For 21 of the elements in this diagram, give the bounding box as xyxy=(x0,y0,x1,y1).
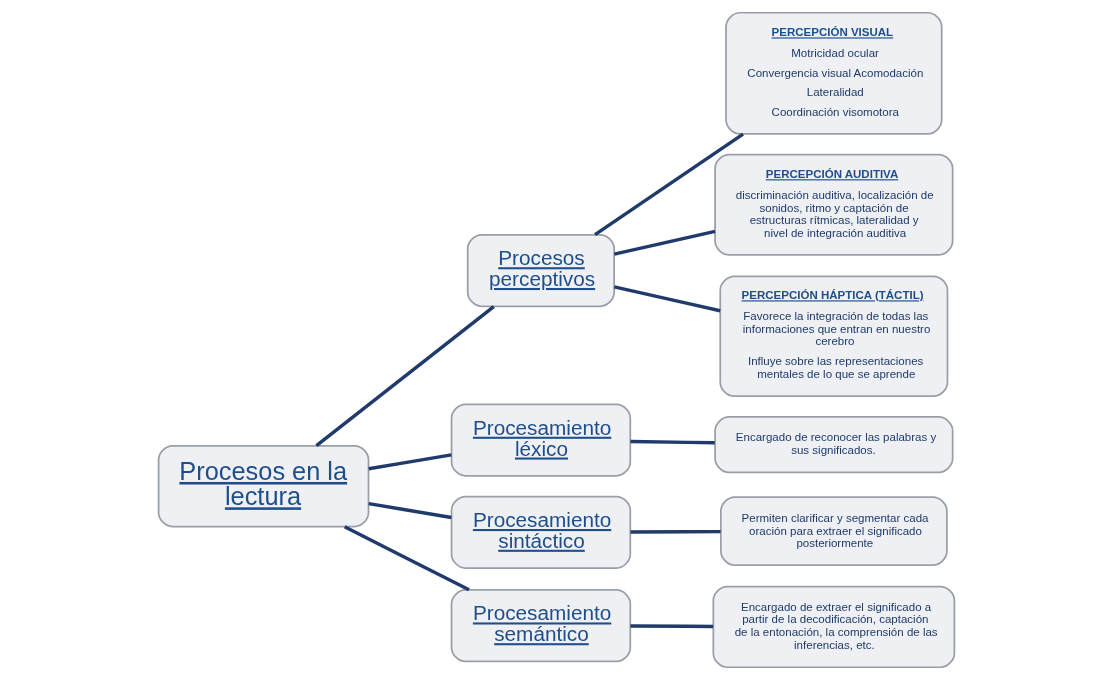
connector xyxy=(629,624,713,629)
node-box: Procesamiento semántico xyxy=(450,589,631,663)
node-box: Procesamiento sintáctico xyxy=(450,495,631,569)
connector xyxy=(613,285,720,313)
node-box: Permiten clarificar y segmentar cada oración para extraer el significado posteriormente xyxy=(719,496,948,567)
node-box: PERCEPCIÓN HÁPTICA (TÁCTIL) Favorece la integración de todas las informaciones que entran en nuestro cerebro Influye sobre las representaciones mentales de lo que se aprende xyxy=(718,275,948,398)
connector xyxy=(343,525,470,592)
connector xyxy=(367,453,452,471)
connector xyxy=(314,305,495,447)
node-box: Encargado de reconocer las palabras y sus significados. xyxy=(713,416,954,474)
connector xyxy=(613,229,715,256)
node-box: Procesos perceptivos xyxy=(466,233,615,308)
node-box: PERCEPCIÓN AUDITIVA discriminación auditiva, localización de sonidos, ritmo y captación de estructuras rítmicas, lateralidad y nivel de integración auditiva xyxy=(713,153,954,256)
connector xyxy=(367,501,452,520)
connector xyxy=(629,439,715,445)
connector xyxy=(629,529,721,534)
node-box: Procesamiento léxico xyxy=(450,403,631,477)
connector xyxy=(593,132,744,236)
node-box: Encargado de extraer el significado a partir de la decodificación, captación de la entonación, la comprensión de las inferencias, etc. xyxy=(712,585,955,669)
node-box: Procesos en la lectura xyxy=(157,444,369,528)
node-box: PERCEPCIÓN VISUAL Motricidad ocular Convergencia visual Acomodación Lateralidad Coordinación visomotora xyxy=(724,11,943,135)
